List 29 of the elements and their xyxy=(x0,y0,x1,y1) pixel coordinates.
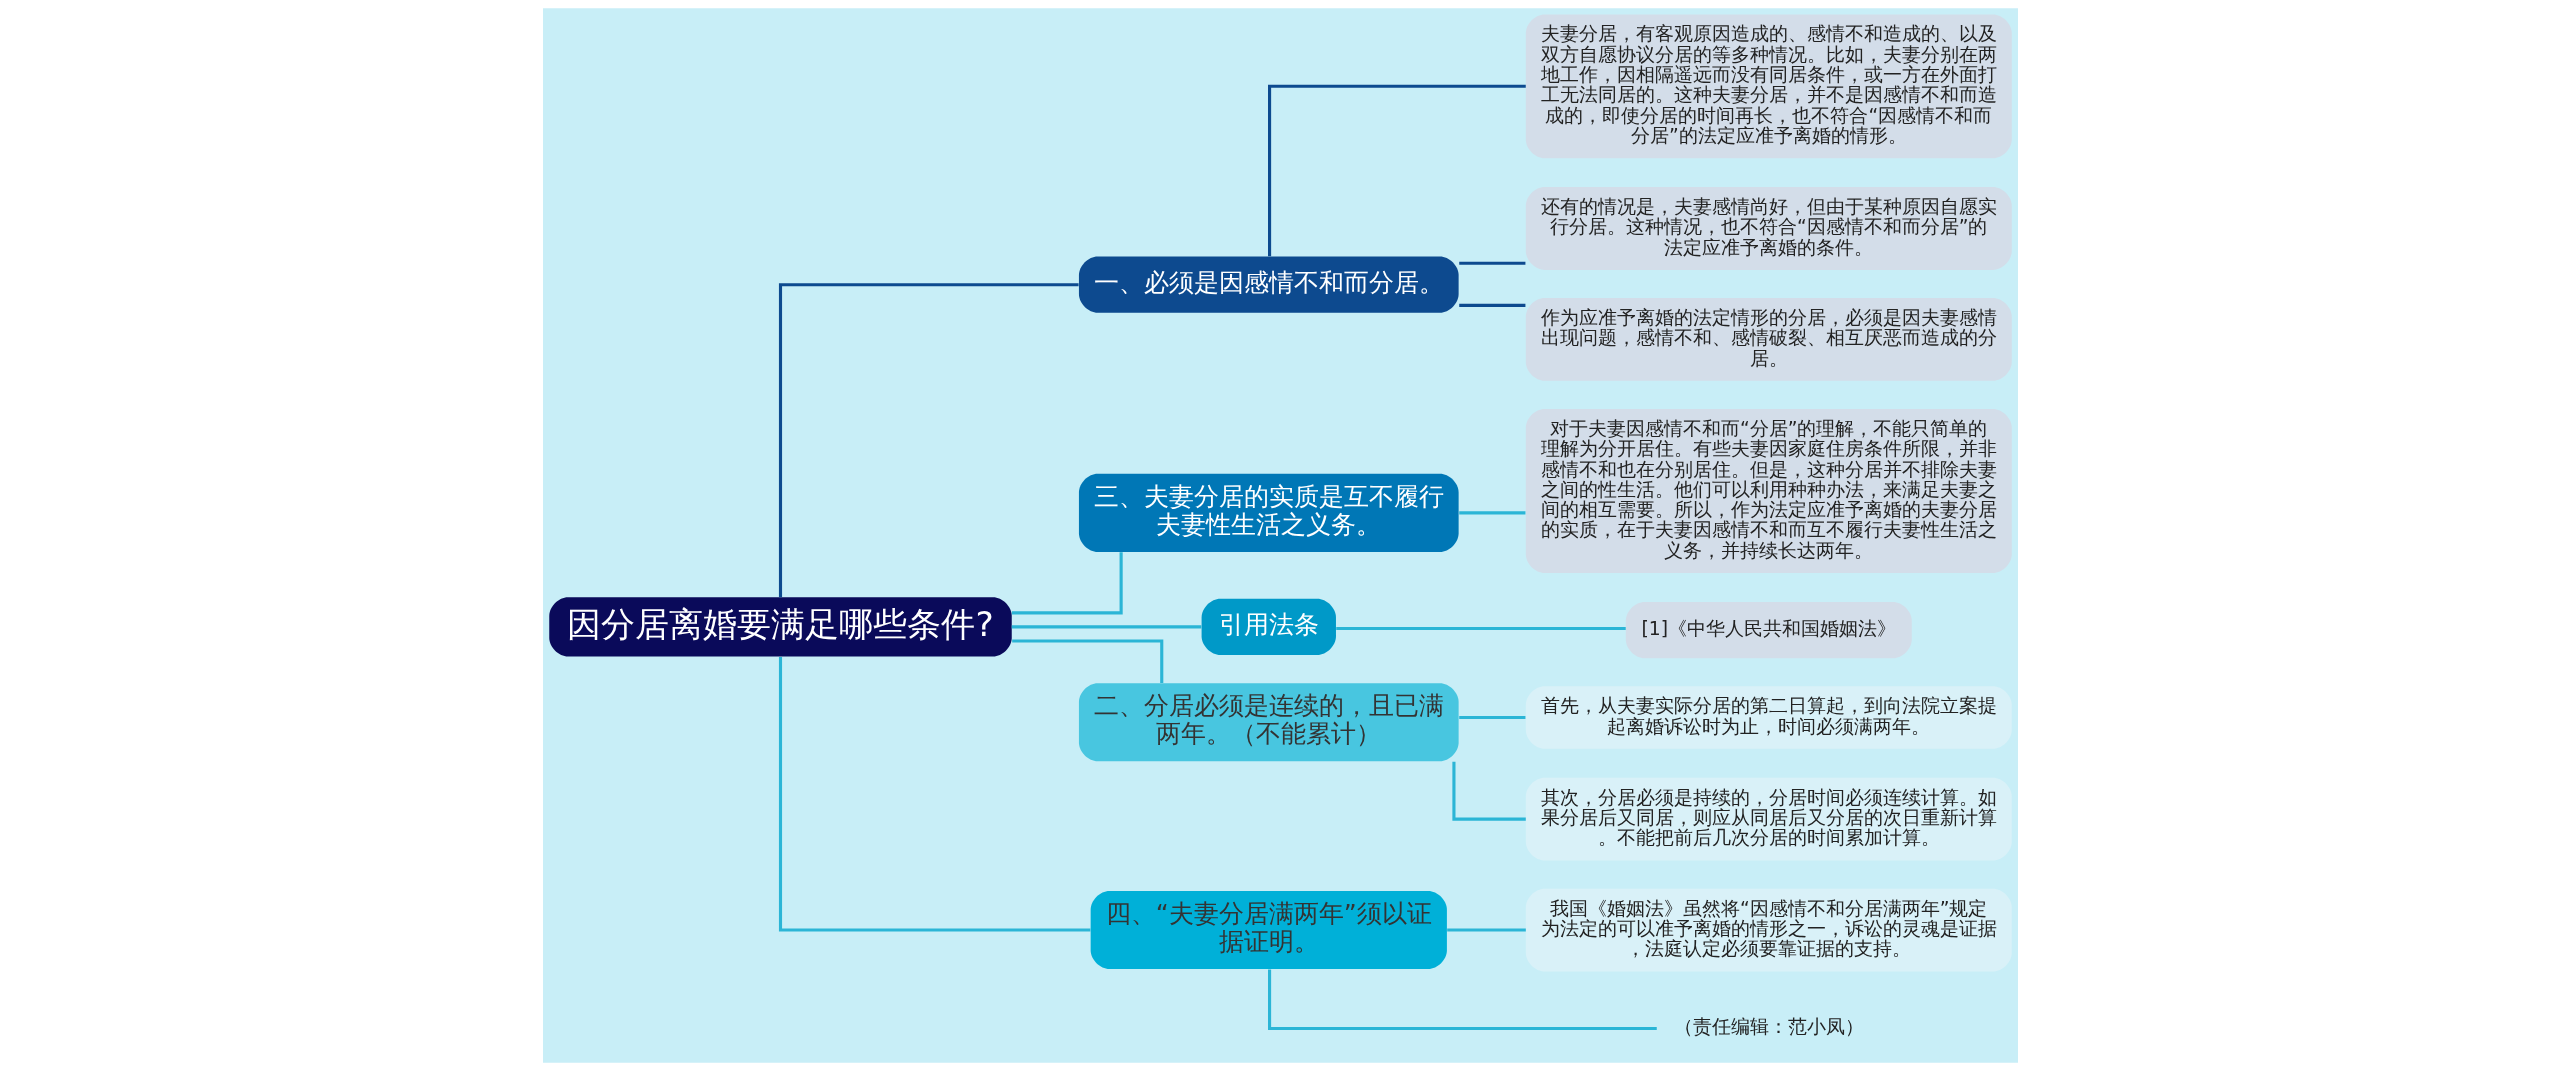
node-box: 还有的情况是，夫妻感情尚好，但由于某种原因自愿实行分居。这种情况，也不符合“因感情不和而分居”的法定应准予离婚的条件。 xyxy=(1525,187,2012,270)
connector xyxy=(1458,303,1525,307)
node-box: 引用法条 xyxy=(1201,598,1336,656)
node-box: 因分居离婚要满足哪些条件? xyxy=(548,597,1012,657)
connector xyxy=(778,283,1079,598)
node-box: [1]《中华人民共和国婚姻法》 xyxy=(1625,601,1912,659)
connector xyxy=(1335,626,1626,631)
node-box: 首先，从夫妻实际分居的第二日算起，到向法院立案提起离婚诉讼时为止，时间必须满两年。 xyxy=(1525,686,2012,749)
connector xyxy=(1458,715,1525,720)
connector xyxy=(1446,928,1526,932)
connector xyxy=(778,657,1090,932)
node-box: 二、分居必须是连续的，且已满两年。（不能累计） xyxy=(1078,683,1459,762)
connector xyxy=(1458,261,1525,265)
node-box: 其次，分居必须是持续的，分居时间必须连续计算。如果分居后又同居，则应从同居后又分居的次日重新计算。不能把前后几次分居的时间累加计算。 xyxy=(1525,777,2012,861)
node-text: （责任编辑：范小凤） xyxy=(1673,1016,1864,1038)
connector xyxy=(1011,639,1163,683)
connector xyxy=(1011,552,1123,615)
node-box: 三、夫妻分居的实质是互不履行夫妻性生活之义务。 xyxy=(1078,473,1459,552)
node-box: 我国《婚姻法》虽然将“因感情不和分居满两年”规定为法定的可以准予离婚的情形之一，诉讼的灵魂是证据，法庭认定必须要靠证据的支持。 xyxy=(1525,888,2012,972)
connector xyxy=(1267,969,1657,1031)
connector xyxy=(1451,761,1526,821)
node-box: 四、“夫妻分居满两年”须以证据证明。 xyxy=(1090,890,1447,970)
connector xyxy=(1011,625,1201,629)
node-box: 一、必须是因感情不和而分居。 xyxy=(1078,256,1459,313)
node-box: 对于夫妻因感情不和而“分居”的理解，不能只简单的理解为分开居住。有些夫妻因家庭住房条件所限，并非感情不和也在分别居住。但是，这种分居并不排除夫妻之间的性生活。他们可以利用种种办法，来满足夫妻之间的相互需要。所以，作为法定应准予离婚的夫妻分居的实质，在于夫妻因感情不和而互不履行夫妻性生活之义务，并持续长达两年。 xyxy=(1525,408,2012,573)
connector xyxy=(1458,511,1525,515)
connector xyxy=(1267,84,1526,257)
node-box: 夫妻分居，有客观原因造成的、感情不和造成的、以及双方自愿协议分居的等多种情况。比如，夫妻分别在两地工作，因相隔遥远而没有同居条件，或一方在外面打工无法同居的。这种夫妻分居，并不是因感情不和而造成的，即使分居的时间再长，也不符合“因感情不和而分居”的法定应准予离婚的情形。 xyxy=(1525,14,2012,159)
node-box: 作为应准予离婚的法定情形的分居，必须是因夫妻感情出现问题，感情不和、感情破裂、相互厌恶而造成的分居。 xyxy=(1525,298,2012,381)
